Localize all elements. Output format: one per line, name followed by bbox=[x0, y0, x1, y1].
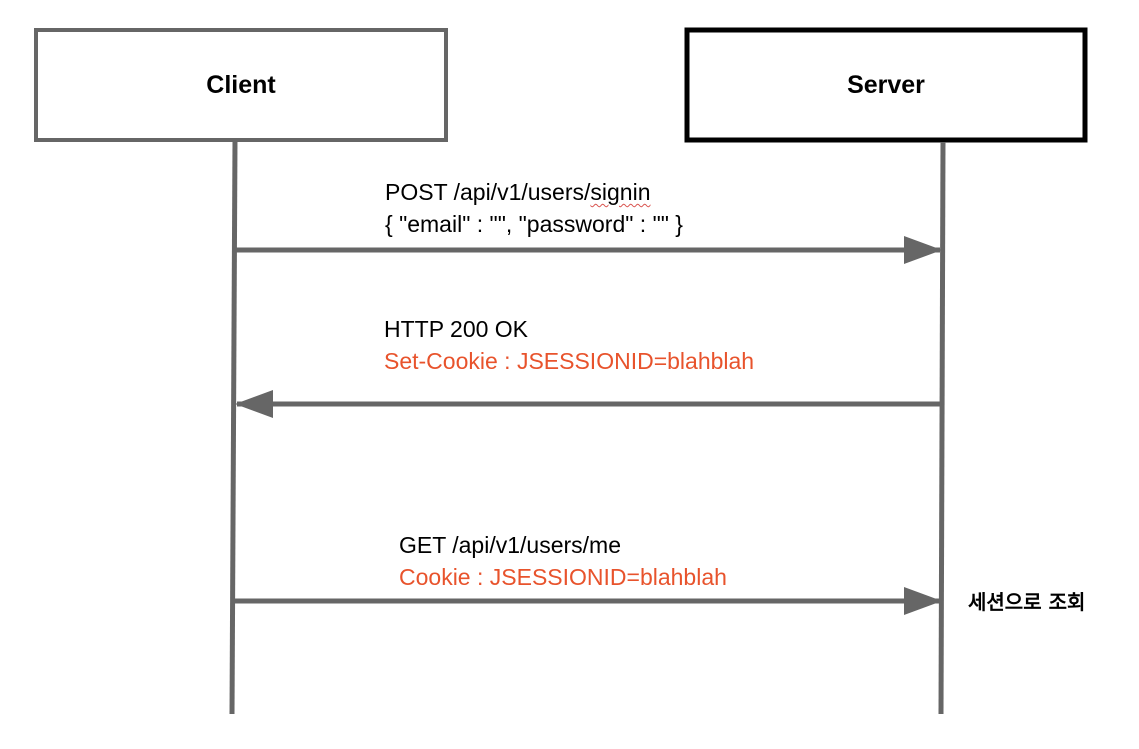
session-lookup-note: 세션으로 조회 bbox=[968, 590, 1086, 614]
client-label: Client bbox=[206, 71, 276, 99]
signin-response-status: HTTP 200 OK bbox=[384, 316, 529, 342]
server-label: Server bbox=[847, 71, 925, 99]
signin-request-path-prefix: POST /api/v1/users/ bbox=[385, 179, 591, 205]
signin-request-body: { "email" : "", "password" : "" } bbox=[385, 211, 683, 237]
signin-response-set-cookie: Set-Cookie : JSESSIONID=blahblah bbox=[384, 348, 755, 374]
me-request-line: GET /api/v1/users/me bbox=[399, 532, 621, 558]
client-lifeline bbox=[229, 139, 238, 715]
client-box bbox=[34, 28, 448, 142]
signin-request-line: POST /api/v1/users/signin bbox=[385, 181, 651, 204]
me-request-cookie: Cookie : JSESSIONID=blahblah bbox=[399, 564, 727, 590]
server-lifeline bbox=[938, 141, 946, 715]
server-box bbox=[684, 27, 1088, 143]
signin-spellcheck-word: signin bbox=[590, 179, 651, 205]
